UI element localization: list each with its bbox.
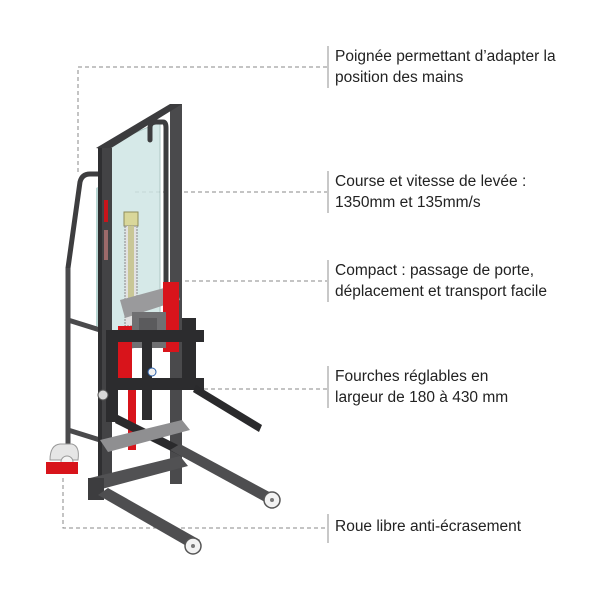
fork-left-upright [106,330,118,422]
handle-left [65,171,101,271]
mast-top-crossbar [96,104,182,150]
callout-wheel: Roue libre anti-écrasement [327,514,521,543]
leader-line-handle [77,66,327,175]
fork-frame-bottom [106,378,204,390]
callout-compact: Compact : passage de porte, déplacement … [327,260,547,302]
callout-handle: Poignée permettant d’adapter la position… [327,46,556,88]
callout-handle-line-1: Poignée permettant d’adapter la [335,48,556,65]
callout-forks-line-2: largeur de 180 à 430 mm [335,389,509,406]
callout-compact-line-2: déplacement et transport facile [335,283,547,300]
swivel-caster [46,443,79,474]
hydraulic-cylinder [128,380,136,450]
handle-right [147,119,169,293]
callout-lift: Course et vitesse de levée : 1350mm et 1… [327,171,526,213]
callout-wheel-line-1: Roue libre anti-écrasement [335,518,522,535]
fork-right-upright [182,318,196,388]
leader-line-wheel [62,478,327,529]
callout-handle-line-2: position des mains [335,69,464,86]
cylinder-head [123,211,139,227]
fork-frame-top [106,330,204,342]
leg-rear [170,444,275,502]
callout-lift-line-2: 1350mm et 135mm/s [335,194,481,211]
fork-arm-right [193,385,262,432]
leg-front [98,488,200,548]
caster-red-base [46,462,78,474]
callout-forks-line-1: Fourches réglables en [335,368,489,385]
callout-compact-line-1: Compact : passage de porte, [335,262,535,279]
callout-lift-line-1: Course et vitesse de levée : [335,173,527,190]
callout-forks: Fourches réglables en largeur de 180 à 4… [327,366,508,408]
base-plate [100,420,190,452]
brand-label-red [104,200,108,222]
